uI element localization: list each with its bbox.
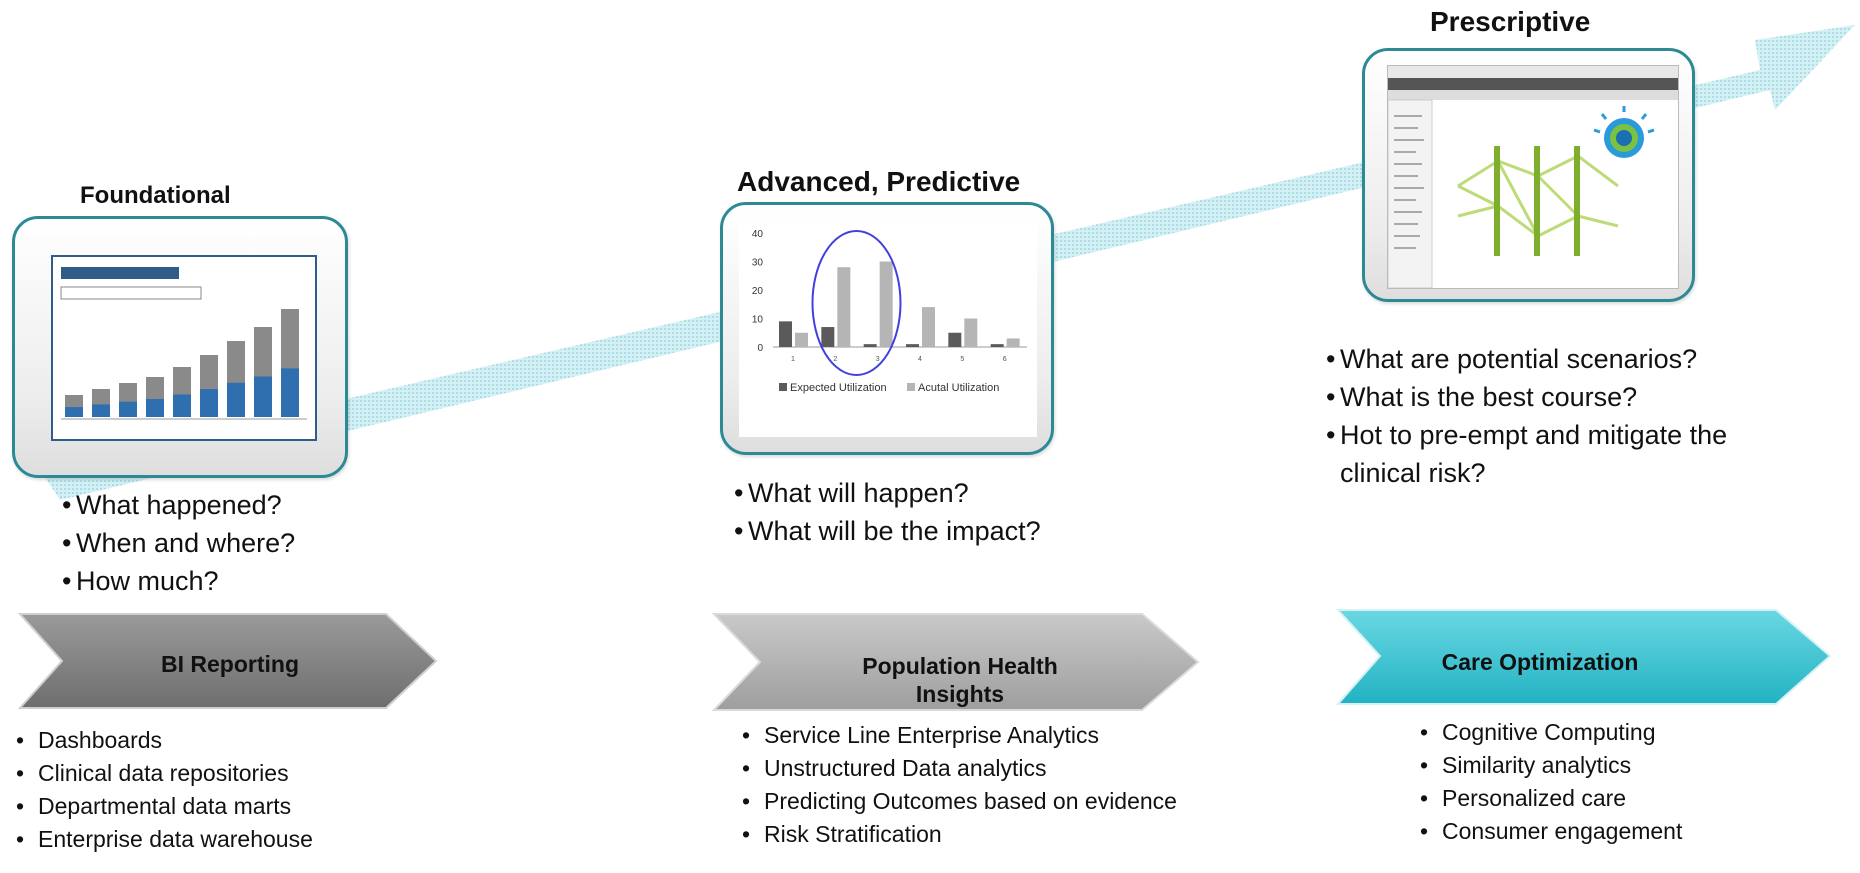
bar-expected (948, 332, 962, 347)
chevron-label-population-health: Population Health Insights (862, 653, 1058, 707)
capability-item: Unstructured Data analytics (742, 752, 1177, 785)
stage-title-prescriptive: Prescriptive (1430, 6, 1591, 37)
question-item: What happened? (62, 486, 295, 524)
thumbnail-bar-segment (200, 389, 218, 417)
capability-item: Service Line Enterprise Analytics (742, 719, 1177, 752)
question-item: What will happen? (734, 474, 1041, 512)
thumbnail-bar-segment (119, 401, 137, 417)
bar-actual (837, 267, 851, 347)
capability-item: Predicting Outcomes based on evidence (742, 785, 1177, 818)
x-tick-label: 2 (833, 356, 837, 363)
question-item: What is the best course? (1326, 378, 1796, 416)
thumbnail-bar-segment (281, 368, 299, 417)
capability-item: Enterprise data warehouse (16, 823, 313, 856)
watson-globe-icon (1593, 106, 1655, 158)
stage-questions-prescriptive: What are potential scenarios? What is th… (1326, 340, 1796, 492)
stage-questions-advanced-predictive: What will happen? What will be the impac… (734, 474, 1041, 550)
y-tick-label: 40 (752, 229, 764, 240)
chevron-care-optimization (1336, 609, 1832, 705)
capability-item: Similarity analytics (1420, 749, 1682, 782)
chevron-label-bi-reporting: BI Reporting (161, 651, 299, 677)
highlight-ellipse (811, 230, 902, 376)
x-tick-label: 1 (791, 356, 795, 363)
legend-swatch (779, 383, 787, 391)
bar-expected (906, 344, 919, 347)
bar-expected (990, 344, 1004, 347)
bar-actual (879, 261, 893, 347)
chevron-population-health (712, 613, 1200, 711)
stage-title-advanced-predictive: Advanced, Predictive (737, 166, 1021, 197)
stage-title-foundational: Foundational (80, 182, 231, 209)
legend-label: Acutal Utilization (918, 382, 999, 394)
chevron-bi-reporting (18, 613, 438, 709)
y-tick-label: 20 (752, 286, 764, 297)
chevron-label-care-optimization: Care Optimization (1441, 649, 1639, 675)
stage-card-foundational (12, 216, 348, 478)
x-tick-label: 3 (876, 356, 880, 363)
thumbnail-bar-segment (254, 376, 272, 417)
legend-label: Expected Utilization (790, 382, 887, 394)
capability-item: Cognitive Computing (1420, 716, 1682, 749)
capabilities-bi-reporting: Dashboards Clinical data repositories De… (16, 724, 313, 856)
legend-swatch (907, 383, 915, 391)
bar-expected (779, 321, 792, 347)
x-tick-label: 6 (1003, 356, 1007, 363)
question-item: What will be the impact? (734, 512, 1041, 550)
question-item: What are potential scenarios? (1326, 340, 1796, 378)
y-tick-label: 0 (757, 343, 763, 354)
capability-item: Consumer engagement (1420, 815, 1682, 848)
bar-actual (1006, 338, 1020, 347)
x-tick-label: 4 (918, 356, 922, 363)
capabilities-care-optimization: Cognitive Computing Similarity analytics… (1420, 716, 1682, 848)
question-item: Hot to pre-empt and mitigate the clinica… (1326, 416, 1796, 492)
bar-chart-thumbnail (51, 255, 317, 441)
capability-item: Departmental data marts (16, 790, 313, 823)
stage-questions-foundational: What happened? When and where? How much? (62, 486, 295, 600)
bar-actual (964, 318, 978, 347)
care-dashboard-image (1388, 66, 1678, 288)
growth-bars-image (60, 267, 307, 420)
bar-expected (821, 327, 835, 347)
capability-item: Personalized care (1420, 782, 1682, 815)
thumbnail-bar-segment (146, 399, 164, 417)
bar-expected (863, 344, 877, 347)
y-tick-label: 30 (752, 258, 764, 269)
bar-actual (922, 307, 935, 347)
thumbnail-bar-segment (173, 394, 191, 417)
y-tick-label: 10 (752, 315, 764, 326)
thumbnail-bar-segment (65, 407, 83, 417)
x-tick-label: 5 (960, 356, 964, 363)
capability-item: Clinical data repositories (16, 757, 313, 790)
capability-item: Dashboards (16, 724, 313, 757)
capabilities-population-health: Service Line Enterprise Analytics Unstru… (742, 719, 1177, 851)
capability-item: Risk Stratification (742, 818, 1177, 851)
thumbnail-bar-segment (227, 382, 245, 417)
question-item: How much? (62, 562, 295, 600)
bar-actual (795, 332, 808, 347)
dashboard-screenshot-thumbnail (1387, 65, 1679, 289)
thumbnail-bar-segment (92, 404, 110, 417)
stage-card-prescriptive (1362, 48, 1695, 302)
question-item: When and where? (62, 524, 295, 562)
